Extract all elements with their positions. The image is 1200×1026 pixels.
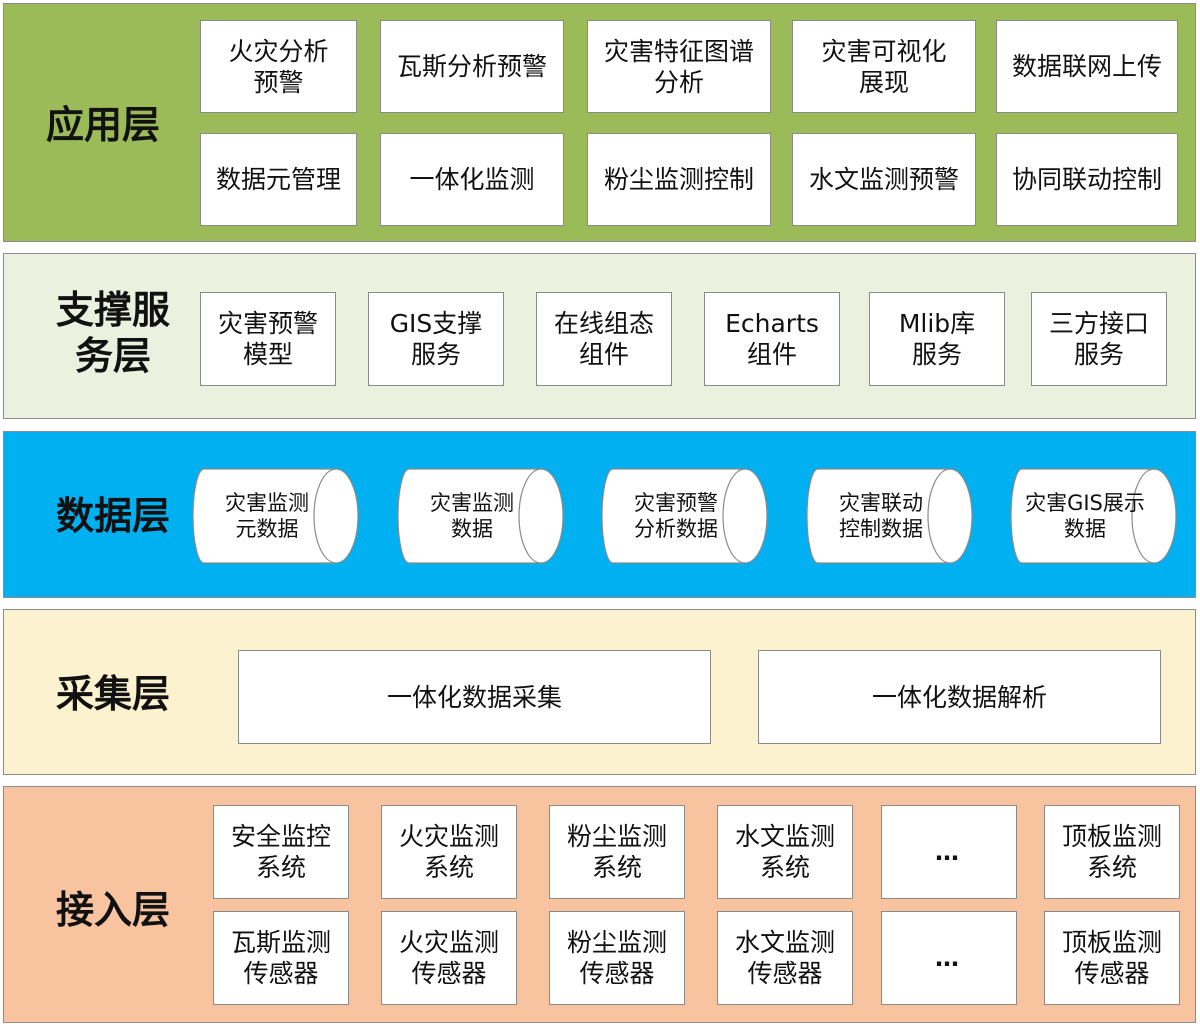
support-box-echarts: Echarts 组件 (704, 292, 840, 386)
data-cylinder-metadata: 灾害监测 元数据 (192, 468, 360, 564)
data-layer-title: 数据层 (55, 494, 170, 538)
support-box-configuration: 在线组态 组件 (536, 292, 672, 386)
access-layer: 接入层 安全监控 系统 火灾监测 系统 粉尘监测 系统 水文监测 系统 … 顶板… (3, 786, 1196, 1023)
acquisition-layer-title: 采集层 (55, 672, 170, 716)
access-box-ellipsis-2: … (881, 911, 1017, 1005)
cylinder-shape (397, 468, 564, 564)
support-box-warning-model: 灾害预警 模型 (200, 292, 336, 386)
data-cylinder-warning: 灾害预警 分析数据 (601, 468, 769, 564)
cylinder-shape (1010, 468, 1177, 564)
app-box-metadata: 数据元管理 (200, 133, 357, 226)
support-box-third-party: 三方接口 服务 (1031, 292, 1167, 386)
cylinder-shape (601, 468, 768, 564)
app-box-hydro-warning: 水文监测预警 (792, 133, 976, 226)
data-cylinder-linkage: 灾害联动 控制数据 (806, 468, 974, 564)
access-box-fire-sensor: 火灾监测 传感器 (381, 911, 517, 1005)
app-box-integrated-monitoring: 一体化监测 (380, 133, 564, 226)
application-layer-title: 应用层 (45, 103, 160, 147)
support-box-mlib: Mlib库 服务 (869, 292, 1005, 386)
access-box-dust-sensor: 粉尘监测 传感器 (549, 911, 685, 1005)
data-cylinder-metadata-label: 灾害监测 元数据 (225, 491, 309, 541)
data-cylinder-gis-label: 灾害GIS展示 数据 (1025, 491, 1145, 541)
access-box-dust-system: 粉尘监测 系统 (549, 805, 685, 899)
access-box-ellipsis-1: … (881, 805, 1017, 899)
data-cylinder-gis: 灾害GIS展示 数据 (1010, 468, 1178, 564)
access-box-gas-sensor: 瓦斯监测 传感器 (213, 911, 349, 1005)
app-box-linkage-control: 协同联动控制 (996, 133, 1178, 226)
app-box-dust-control: 粉尘监测控制 (587, 133, 771, 226)
app-box-gas-analysis: 瓦斯分析预警 (380, 20, 564, 113)
access-layer-title: 接入层 (55, 888, 170, 932)
support-box-gis: GIS支撑 服务 (368, 292, 504, 386)
data-cylinder-monitoring: 灾害监测 数据 (397, 468, 565, 564)
data-cylinder-linkage-label: 灾害联动 控制数据 (839, 491, 923, 541)
acquisition-box-collection: 一体化数据采集 (238, 650, 711, 744)
application-layer: 应用层 火灾分析 预警 瓦斯分析预警 灾害特征图谱 分析 灾害可视化 展现 数据… (3, 3, 1196, 242)
access-box-fire-system: 火灾监测 系统 (381, 805, 517, 899)
data-layer: 数据层 灾害监测 元数据 灾害监测 数据 灾害预警 分析数据 灾害联动 控制数据 (3, 431, 1196, 598)
app-box-feature-map: 灾害特征图谱 分析 (587, 20, 771, 113)
cylinder-shape (806, 468, 973, 564)
acquisition-layer: 采集层 一体化数据采集 一体化数据解析 (3, 609, 1196, 775)
acquisition-box-parsing: 一体化数据解析 (758, 650, 1161, 744)
cylinder-shape (192, 468, 359, 564)
access-box-roof-system: 顶板监测 系统 (1044, 805, 1180, 899)
access-box-safety-system: 安全监控 系统 (213, 805, 349, 899)
support-layer: 支撑服 务层 灾害预警 模型 GIS支撑 服务 在线组态 组件 Echarts … (3, 253, 1196, 419)
app-box-visualization: 灾害可视化 展现 (792, 20, 976, 113)
access-box-hydro-system: 水文监测 系统 (717, 805, 853, 899)
data-cylinder-warning-label: 灾害预警 分析数据 (634, 491, 718, 541)
app-box-fire-analysis: 火灾分析 预警 (200, 20, 357, 113)
access-box-roof-sensor: 顶板监测 传感器 (1044, 911, 1180, 1005)
support-layer-title: 支撑服 务层 (55, 288, 170, 378)
data-cylinder-monitoring-label: 灾害监测 数据 (430, 491, 514, 541)
app-box-upload: 数据联网上传 (996, 20, 1178, 113)
access-box-hydro-sensor: 水文监测 传感器 (717, 911, 853, 1005)
